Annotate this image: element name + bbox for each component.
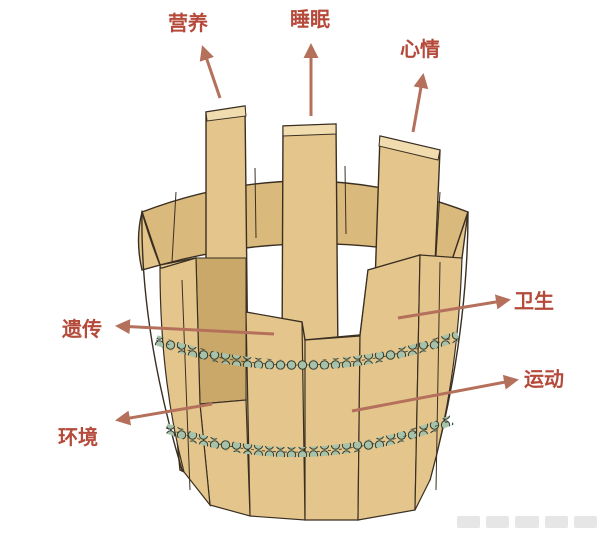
arrows bbox=[115, 43, 519, 426]
arrow-genetics bbox=[115, 319, 275, 336]
watermark bbox=[457, 516, 598, 528]
label-sleep: 睡眠 bbox=[290, 7, 330, 31]
rope-lower bbox=[164, 415, 454, 458]
labels: 营养 睡眠 心情 卫生 遗传 运动 环境 bbox=[58, 7, 564, 449]
label-genetics: 遗传 bbox=[61, 317, 102, 341]
arrow-exercise bbox=[351, 374, 519, 413]
label-nutrition: 营养 bbox=[168, 11, 208, 35]
label-exercise: 运动 bbox=[524, 367, 564, 391]
label-mood: 心情 bbox=[400, 37, 440, 61]
label-hygiene: 卫生 bbox=[514, 289, 554, 313]
arrow-mood bbox=[411, 73, 429, 133]
label-environment: 环境 bbox=[58, 425, 98, 449]
arrow-hygiene bbox=[397, 294, 511, 320]
ropes bbox=[154, 331, 460, 458]
arrow-environment bbox=[115, 402, 213, 426]
arrow-nutrition bbox=[199, 45, 222, 99]
